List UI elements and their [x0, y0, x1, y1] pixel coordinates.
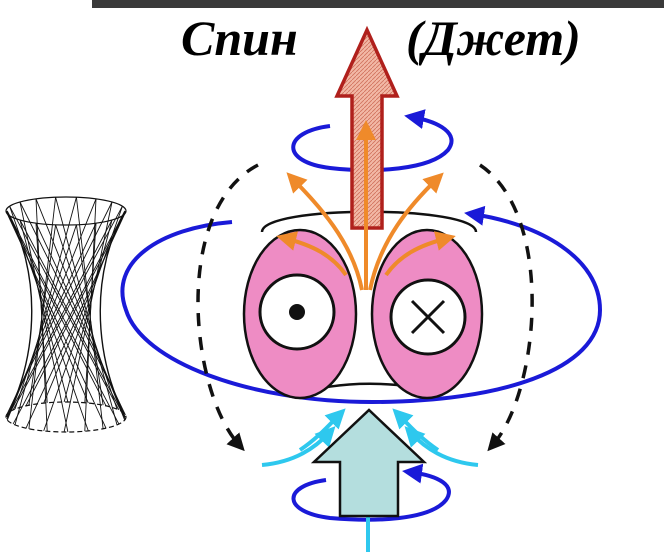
inflow-arrow-right-lower	[404, 426, 479, 467]
hyperboloid-ruling-line	[19, 219, 126, 420]
outflow-arrow-far-right	[384, 231, 456, 277]
hyperboloid-ruling-line	[28, 197, 57, 429]
hyperboloid-ruling-line	[63, 219, 113, 403]
hyperboloid-ruling-line	[6, 201, 113, 416]
dashed-field-line-left	[196, 163, 259, 452]
current-into-page-icon	[389, 278, 467, 356]
hyperboloid-ruling-line	[5, 210, 107, 429]
dashed-field-line-right	[479, 163, 534, 452]
top-band	[0, 0, 664, 8]
hyperboloid-ruling-line	[19, 219, 69, 403]
hyperboloid-ruling-line	[9, 206, 89, 432]
bottom-field-loop	[291, 463, 451, 522]
hyperboloid-ruling-line	[12, 205, 123, 411]
inflow-arrow-left-upper	[298, 408, 346, 452]
hyperboloid-figure	[5, 196, 127, 433]
current-out-of-page-icon	[258, 273, 336, 351]
hyperboloid-ruling-line	[55, 224, 118, 410]
hyperboloid-ruling-line	[9, 205, 120, 411]
outflow-arrow-far-left	[276, 231, 348, 277]
hyperboloid-ruling-line	[84, 198, 97, 432]
hyperboloid-ruling-line	[75, 197, 104, 429]
top-band-left-gap	[0, 0, 92, 8]
hyperboloid-ruling-line	[43, 206, 123, 432]
outflow-arrow-right	[368, 172, 444, 291]
spin-label: Спин	[181, 10, 298, 66]
inflow-arrow-left-lower	[261, 426, 336, 467]
inflow-block-arrow	[310, 408, 428, 518]
outer-field-loop	[120, 205, 603, 405]
hyperboloid-ruling-line	[43, 215, 123, 404]
outflow-arrow-left	[286, 172, 364, 291]
inflow-arrow-right-upper	[392, 408, 440, 452]
jet-label: (Джет)	[406, 10, 581, 66]
hyperboloid-ruling-line	[9, 215, 120, 425]
